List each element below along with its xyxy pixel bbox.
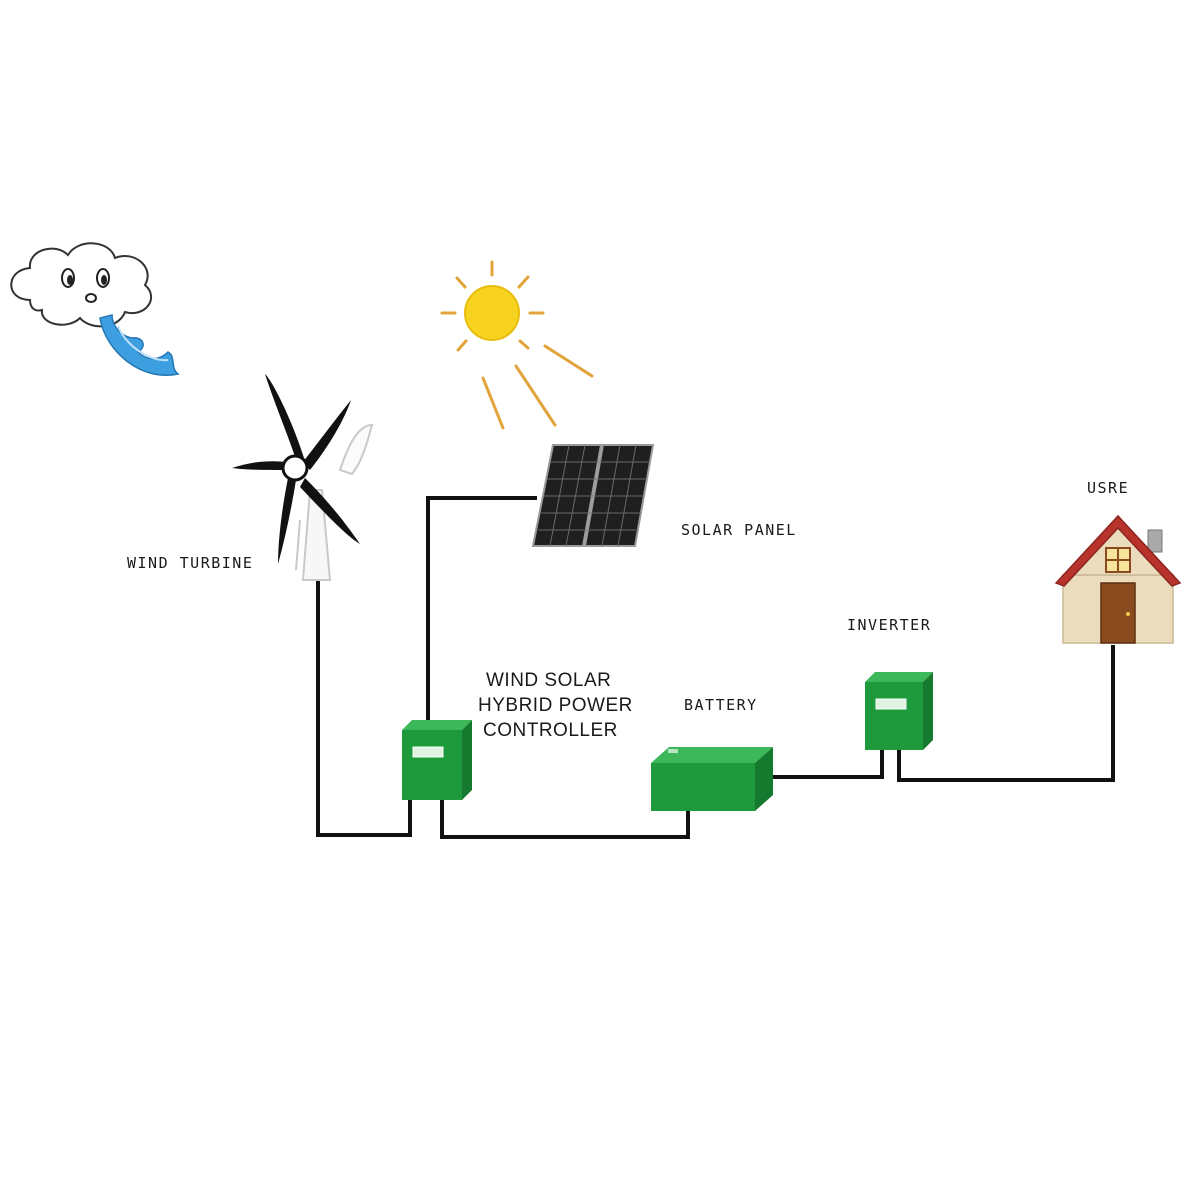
inverter-label: INVERTER (847, 616, 932, 634)
wire-battery-inverter (772, 748, 884, 779)
wire-turbine-controller (316, 580, 412, 837)
wire-panel-controller (426, 496, 537, 725)
controller-label-line-1: WIND SOLAR (486, 670, 612, 691)
controller-box-icon (402, 720, 472, 800)
inverter-box-icon (865, 672, 933, 750)
house-icon (1054, 514, 1182, 644)
wiring (316, 496, 1115, 839)
wind-turbine-icon (232, 374, 374, 581)
solar-panel-icon (531, 444, 655, 547)
cloud-blowing-icon (10, 242, 180, 376)
controller-label: WIND SOLAR HYBRID POWER CONTROLLER (478, 668, 633, 743)
wire-inverter-house (897, 645, 1115, 782)
wire-controller-battery (440, 795, 690, 839)
solar-panel-label: SOLAR PANEL (681, 521, 797, 539)
sun-icon (440, 260, 594, 430)
controller-label-line-3: CONTROLLER (483, 720, 618, 741)
battery-icon (651, 747, 773, 811)
wind-turbine-label: WIND TURBINE (127, 554, 254, 572)
user-label: USRE (1087, 479, 1130, 497)
battery-label: BATTERY (684, 696, 758, 714)
controller-label-line-2: HYBRID POWER (478, 695, 633, 716)
